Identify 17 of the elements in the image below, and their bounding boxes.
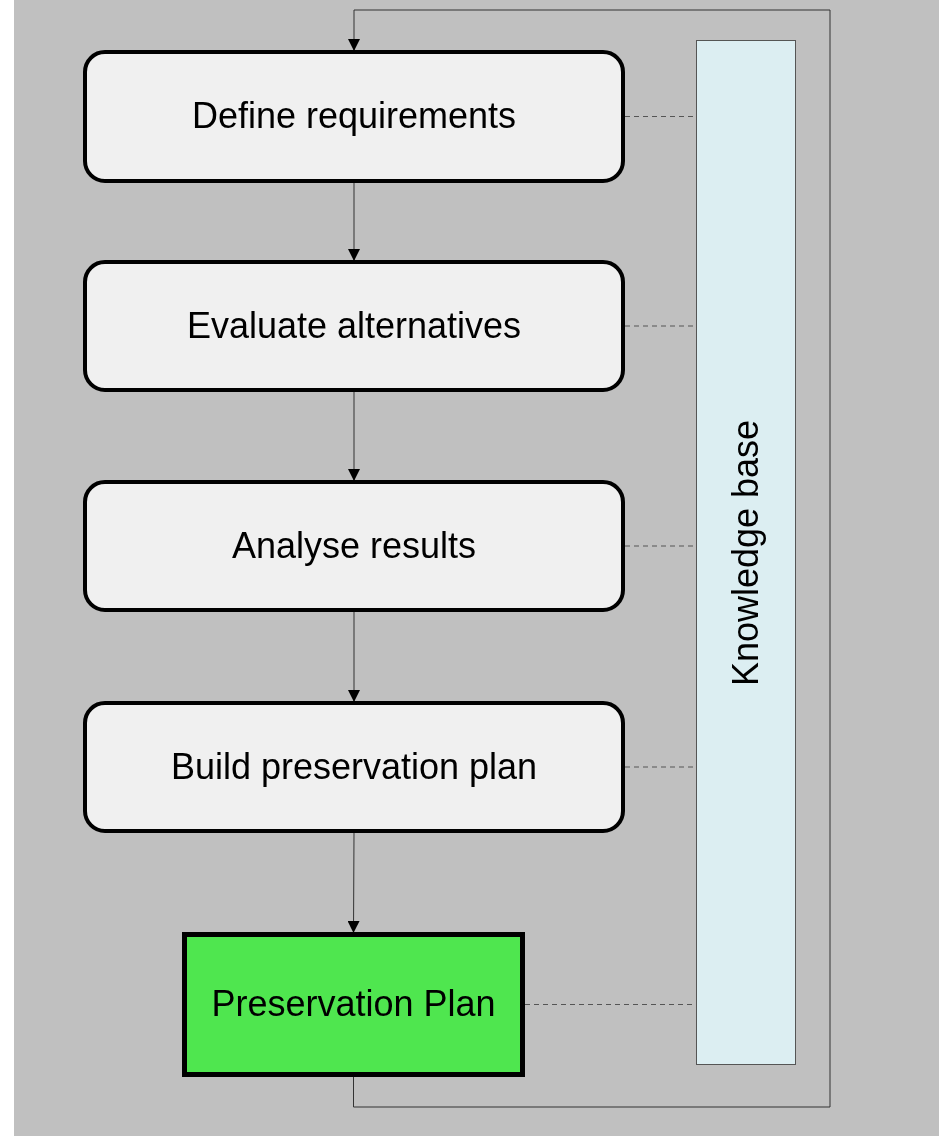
process-box — [83, 701, 625, 833]
arrow — [348, 391, 360, 481]
process-box — [83, 480, 625, 612]
knowledge-base-label: Knowledge base — [724, 419, 767, 686]
process-box — [83, 260, 625, 392]
arrow — [348, 182, 360, 261]
node-label: Evaluate alternatives — [186, 303, 522, 348]
node-label: Analyse results — [231, 523, 477, 568]
arrow — [347, 832, 360, 933]
arrow — [348, 9, 831, 1108]
output-box — [182, 932, 525, 1077]
node-label: Build preservation plan — [170, 744, 538, 789]
node-label: Define requirements — [191, 94, 517, 139]
process-box — [83, 50, 625, 183]
knowledge-base-bar — [696, 40, 796, 1065]
arrow — [348, 611, 360, 702]
node-label: Preservation Plan — [211, 982, 496, 1027]
